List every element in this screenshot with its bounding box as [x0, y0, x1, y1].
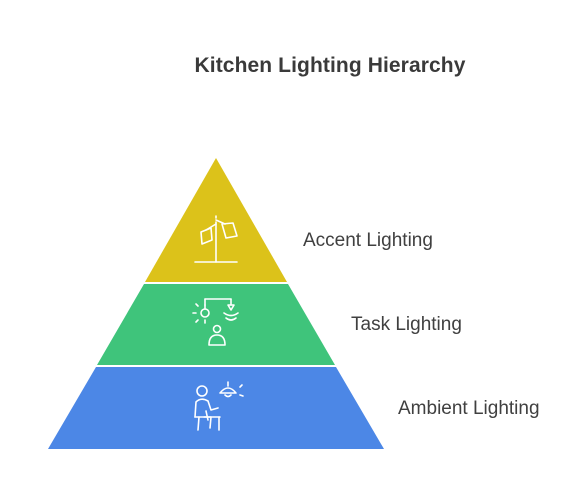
tier-task-lighting: [97, 284, 335, 365]
diagram-title: Kitchen Lighting Hierarchy: [194, 54, 466, 77]
person-pendant-light-icon: [194, 381, 244, 431]
label-task-lighting: Task Lighting: [351, 314, 462, 335]
task-light-person-icon: [192, 298, 239, 346]
label-accent-lighting: Accent Lighting: [303, 230, 433, 251]
label-ambient-lighting: Ambient Lighting: [398, 398, 540, 419]
lamp-icon: [194, 215, 238, 263]
